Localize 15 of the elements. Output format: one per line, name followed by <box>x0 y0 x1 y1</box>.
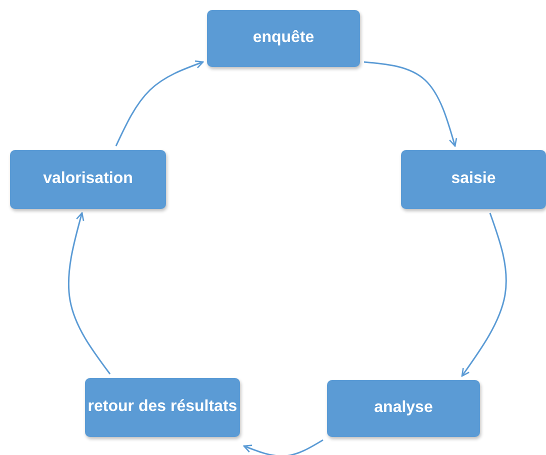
curved-arrow <box>115 60 204 146</box>
node-label: saisie <box>451 169 496 190</box>
node-label: valorisation <box>43 169 133 190</box>
process-box <box>207 10 360 67</box>
node-label: enquête <box>252 28 314 48</box>
process-box <box>10 150 166 209</box>
node-label: analyse <box>374 398 433 418</box>
curved-arrow <box>461 212 507 377</box>
process-box <box>85 378 240 437</box>
curved-arrow <box>364 61 458 147</box>
process-box <box>401 150 546 209</box>
curved-arrow <box>243 439 324 455</box>
process-box <box>327 380 480 437</box>
curved-arrow <box>68 212 111 374</box>
node-label: retour des résultats <box>88 397 238 418</box>
